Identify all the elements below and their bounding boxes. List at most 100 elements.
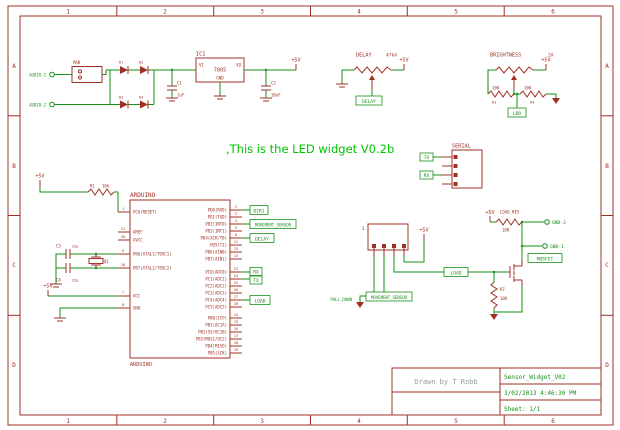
audio1-pin xyxy=(49,71,55,78)
crystal-q1[interactable] xyxy=(88,258,104,264)
pin-number: 28 xyxy=(234,302,238,306)
delay-net-label[interactable] xyxy=(355,95,383,106)
supply-5v-label: +5V xyxy=(419,228,428,234)
frame-col-label: 2 xyxy=(163,418,167,425)
delay-pot-value: 47kA xyxy=(386,53,397,59)
tx-net-text: TX xyxy=(253,278,259,284)
pin-number: 7 xyxy=(122,291,124,295)
delay-net-text: DELAY xyxy=(362,99,376,105)
dir1-net-label[interactable] xyxy=(249,205,269,215)
pin-name: VCC xyxy=(133,294,141,299)
rx-net-label[interactable] xyxy=(419,170,434,180)
pin-number: 1 xyxy=(122,207,124,211)
mosfet-net-text: MOSFET xyxy=(537,256,554,262)
pin-number: 5 xyxy=(235,226,237,230)
ic1-pin-gnd: GND xyxy=(216,76,224,81)
sensor-connector[interactable] xyxy=(367,223,409,251)
pin-name: PD6(AIN0) xyxy=(205,250,227,255)
power-jack[interactable] xyxy=(71,66,103,83)
pin-name: PB6(XTAL1/TOSC1) xyxy=(133,252,172,257)
delay-net-label[interactable] xyxy=(249,233,275,243)
pin-name: PC0(ADC0) xyxy=(205,270,227,275)
pin-name: GND xyxy=(133,306,141,311)
schematic-note: ,This is the LED widget V0.2b xyxy=(226,142,394,156)
ic1-pin-vo: VO xyxy=(236,63,241,68)
movement-sensor-net-label[interactable] xyxy=(365,291,413,302)
resistor-r7[interactable] xyxy=(490,281,498,309)
diode-ref: D4 xyxy=(139,96,143,100)
c3-ref: C3 xyxy=(56,244,61,249)
r4-ref: R4 xyxy=(530,101,534,105)
supply-5v-label: +5V xyxy=(485,210,494,216)
frame-col-label: 4 xyxy=(357,418,361,425)
mosfet-net-label[interactable] xyxy=(527,253,563,263)
r3-value: 10K xyxy=(492,86,500,91)
output-section[interactable]: 1 PULL_DOWN MOVEMENT_SENSOR LOAD +5V MOS… xyxy=(330,210,566,321)
pin-name: PB3(MOSI/OC2) xyxy=(196,337,227,342)
pin-number: 11 xyxy=(234,240,238,244)
sheet-number: Sheet: 1/1 xyxy=(504,406,541,413)
resistor-r4[interactable] xyxy=(519,90,547,98)
tx-net-label[interactable] xyxy=(419,152,434,162)
q1-ref: Q1 xyxy=(104,259,109,264)
pin-name: PD4(XCK/T0) xyxy=(201,236,228,241)
pin-number: 14 xyxy=(234,313,238,317)
diode-ref: D1 xyxy=(119,61,123,65)
capacitor-c2[interactable]: C2 10uF xyxy=(260,70,281,102)
ldr-net-text: LDR xyxy=(513,111,522,117)
arduino-section[interactable]: +5V R1 10k ARDUINO ARDUINO 1 21 20 9 10 … xyxy=(35,174,297,369)
pin-number: 6 xyxy=(235,233,237,237)
load-net-label[interactable] xyxy=(249,295,271,305)
pin-number: 16 xyxy=(234,327,238,331)
pin-number: 20 xyxy=(121,235,125,239)
pin-number: 3 xyxy=(235,212,237,216)
delay-pot-section[interactable]: +5V DELAY 47kA DELAY xyxy=(336,53,409,106)
pin-name: PB1(OC1A) xyxy=(205,323,227,328)
capacitor-c1[interactable]: C1 1uF xyxy=(166,70,185,102)
mosfet[interactable] xyxy=(509,260,523,286)
c2-value: 10uF xyxy=(271,93,281,98)
load-res-value: 10R xyxy=(502,228,510,233)
pin-name: PD3(INT1) xyxy=(205,229,227,234)
load-res[interactable] xyxy=(495,218,523,226)
drawn-by: Drawn by T Robb xyxy=(414,378,477,386)
supply-5v-label: +5V xyxy=(43,284,52,290)
supply-5v-label: +5V xyxy=(541,58,550,64)
brightness-pot-value: 2A xyxy=(548,53,554,59)
tx-net-label[interactable] xyxy=(249,275,263,285)
rx-net-text: RX xyxy=(424,173,430,179)
movement-sensor-net-label[interactable] xyxy=(249,219,297,229)
voltage-regulator[interactable]: IC1 7805 VI VO GND xyxy=(195,52,245,100)
gnd2-pin-label: GND-2 xyxy=(552,220,566,226)
pin-name: PC4(ADC4) xyxy=(205,298,227,303)
r4-value: 10K xyxy=(524,86,532,91)
serial-body[interactable] xyxy=(451,149,483,189)
r1-value: 10k xyxy=(102,184,110,189)
ic1-value: 7805 xyxy=(214,68,227,74)
load-net-text: LOAD xyxy=(254,298,265,304)
resistor-r3[interactable] xyxy=(487,90,515,98)
power-supply-section[interactable]: AUDIO-1 AUDIO-2 MAB D1 D2 D3 D4 C1 xyxy=(29,52,301,109)
resistor-r1[interactable] xyxy=(87,188,115,196)
pin-name: PC5(ADC5) xyxy=(205,305,227,310)
rx-net-label[interactable] xyxy=(249,267,263,276)
pin-number: 9 xyxy=(122,249,124,253)
doc-name: Sensor_Widget_V02 xyxy=(504,374,566,381)
rx-net-text: RX xyxy=(253,270,259,276)
delay-pot[interactable] xyxy=(353,66,392,74)
c1-value: 1uF xyxy=(177,93,185,98)
serial-connector[interactable]: SERIAL TX RX xyxy=(419,144,483,189)
bridge-rectifier[interactable]: D1 D2 D3 D4 xyxy=(119,61,149,109)
frame-col-label: 6 xyxy=(551,418,555,425)
arduino-ref: ARDUINO xyxy=(130,192,156,199)
crystal-circuit[interactable]: Q1 C3 22p C4 22p xyxy=(50,244,118,288)
brightness-section[interactable]: BRIGHTNESS 2A +5V LDR 10K R3 10K R4 xyxy=(487,53,560,118)
pin-number: 27 xyxy=(234,295,238,299)
pin-number: 18 xyxy=(234,341,238,345)
brightness-pot[interactable] xyxy=(495,66,534,74)
supply-5v-label: +5V xyxy=(291,58,300,64)
pull-down-label: PULL_DOWN xyxy=(330,297,352,302)
supply-5v-label: +5V xyxy=(399,58,408,64)
ldr-net-label[interactable] xyxy=(507,107,527,118)
